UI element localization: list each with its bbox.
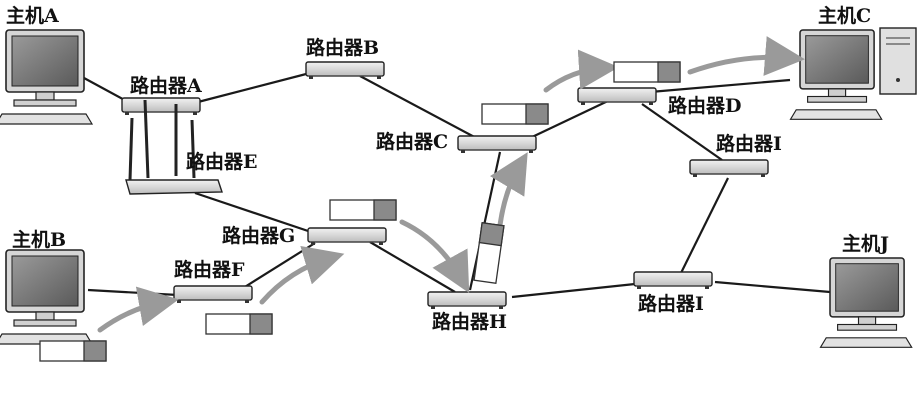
arrow-5: [543, 49, 619, 93]
router-e-label: 路由器E: [186, 150, 257, 173]
host-a-label: 主机A: [6, 5, 59, 27]
arrow-2: [259, 246, 345, 305]
router-b: [305, 61, 385, 80]
router-f: [173, 285, 253, 304]
host-a: [0, 29, 93, 125]
router-d: [577, 87, 657, 106]
packet-1: [39, 340, 107, 362]
arrow-4: [489, 152, 528, 228]
router-b-label: 路由器B: [306, 36, 379, 59]
router-g-label: 路由器G: [222, 224, 295, 247]
router-f-label: 路由器F: [174, 258, 245, 281]
link-routerE-routerG: [194, 191, 321, 237]
router-a-label: 路由器A: [130, 74, 202, 97]
arrow-1: [97, 286, 179, 333]
arrow-6: [687, 36, 805, 76]
packet-5: [613, 61, 681, 83]
link-routerD-hostC: [649, 78, 791, 94]
flow-arrows: [97, 36, 805, 333]
router-i-lower-label: 路由器I: [638, 292, 704, 315]
link-routerC-routerD: [529, 99, 611, 139]
host-j-label: 主机J: [842, 233, 889, 255]
router-i-lower: [633, 271, 713, 290]
link-routerH-routerI: [511, 282, 636, 299]
router-e: [125, 99, 223, 195]
router-i-upper-label: 路由器I: [716, 132, 782, 155]
link-routerD-routerI: [641, 103, 723, 161]
router-a: [121, 97, 201, 116]
router-c: [457, 135, 537, 154]
host-j: [819, 257, 913, 349]
link-routerI-routerI: [679, 177, 729, 276]
host-b-label: 主机B: [12, 229, 66, 251]
router-g: [307, 227, 387, 246]
link-hostB-routerF: [87, 288, 179, 297]
packet-4: [481, 103, 549, 125]
router-h-label: 路由器H: [432, 310, 507, 333]
packet-6-vertical: [473, 222, 505, 284]
router-h: [427, 291, 507, 310]
router-d-label: 路由器D: [668, 94, 741, 117]
link-routerI-hostJ: [714, 280, 831, 294]
host-c: [789, 27, 917, 121]
arrow-3: [399, 219, 470, 294]
host-c-label: 主机C: [818, 5, 871, 27]
packet-2: [205, 313, 273, 335]
link-routerA-routerB: [197, 71, 311, 104]
router-i-upper: [689, 159, 769, 178]
packet-3: [329, 199, 397, 221]
router-c-label: 路由器C: [376, 130, 448, 153]
link-routerB-routerC: [359, 75, 481, 141]
host-b: [0, 249, 93, 345]
